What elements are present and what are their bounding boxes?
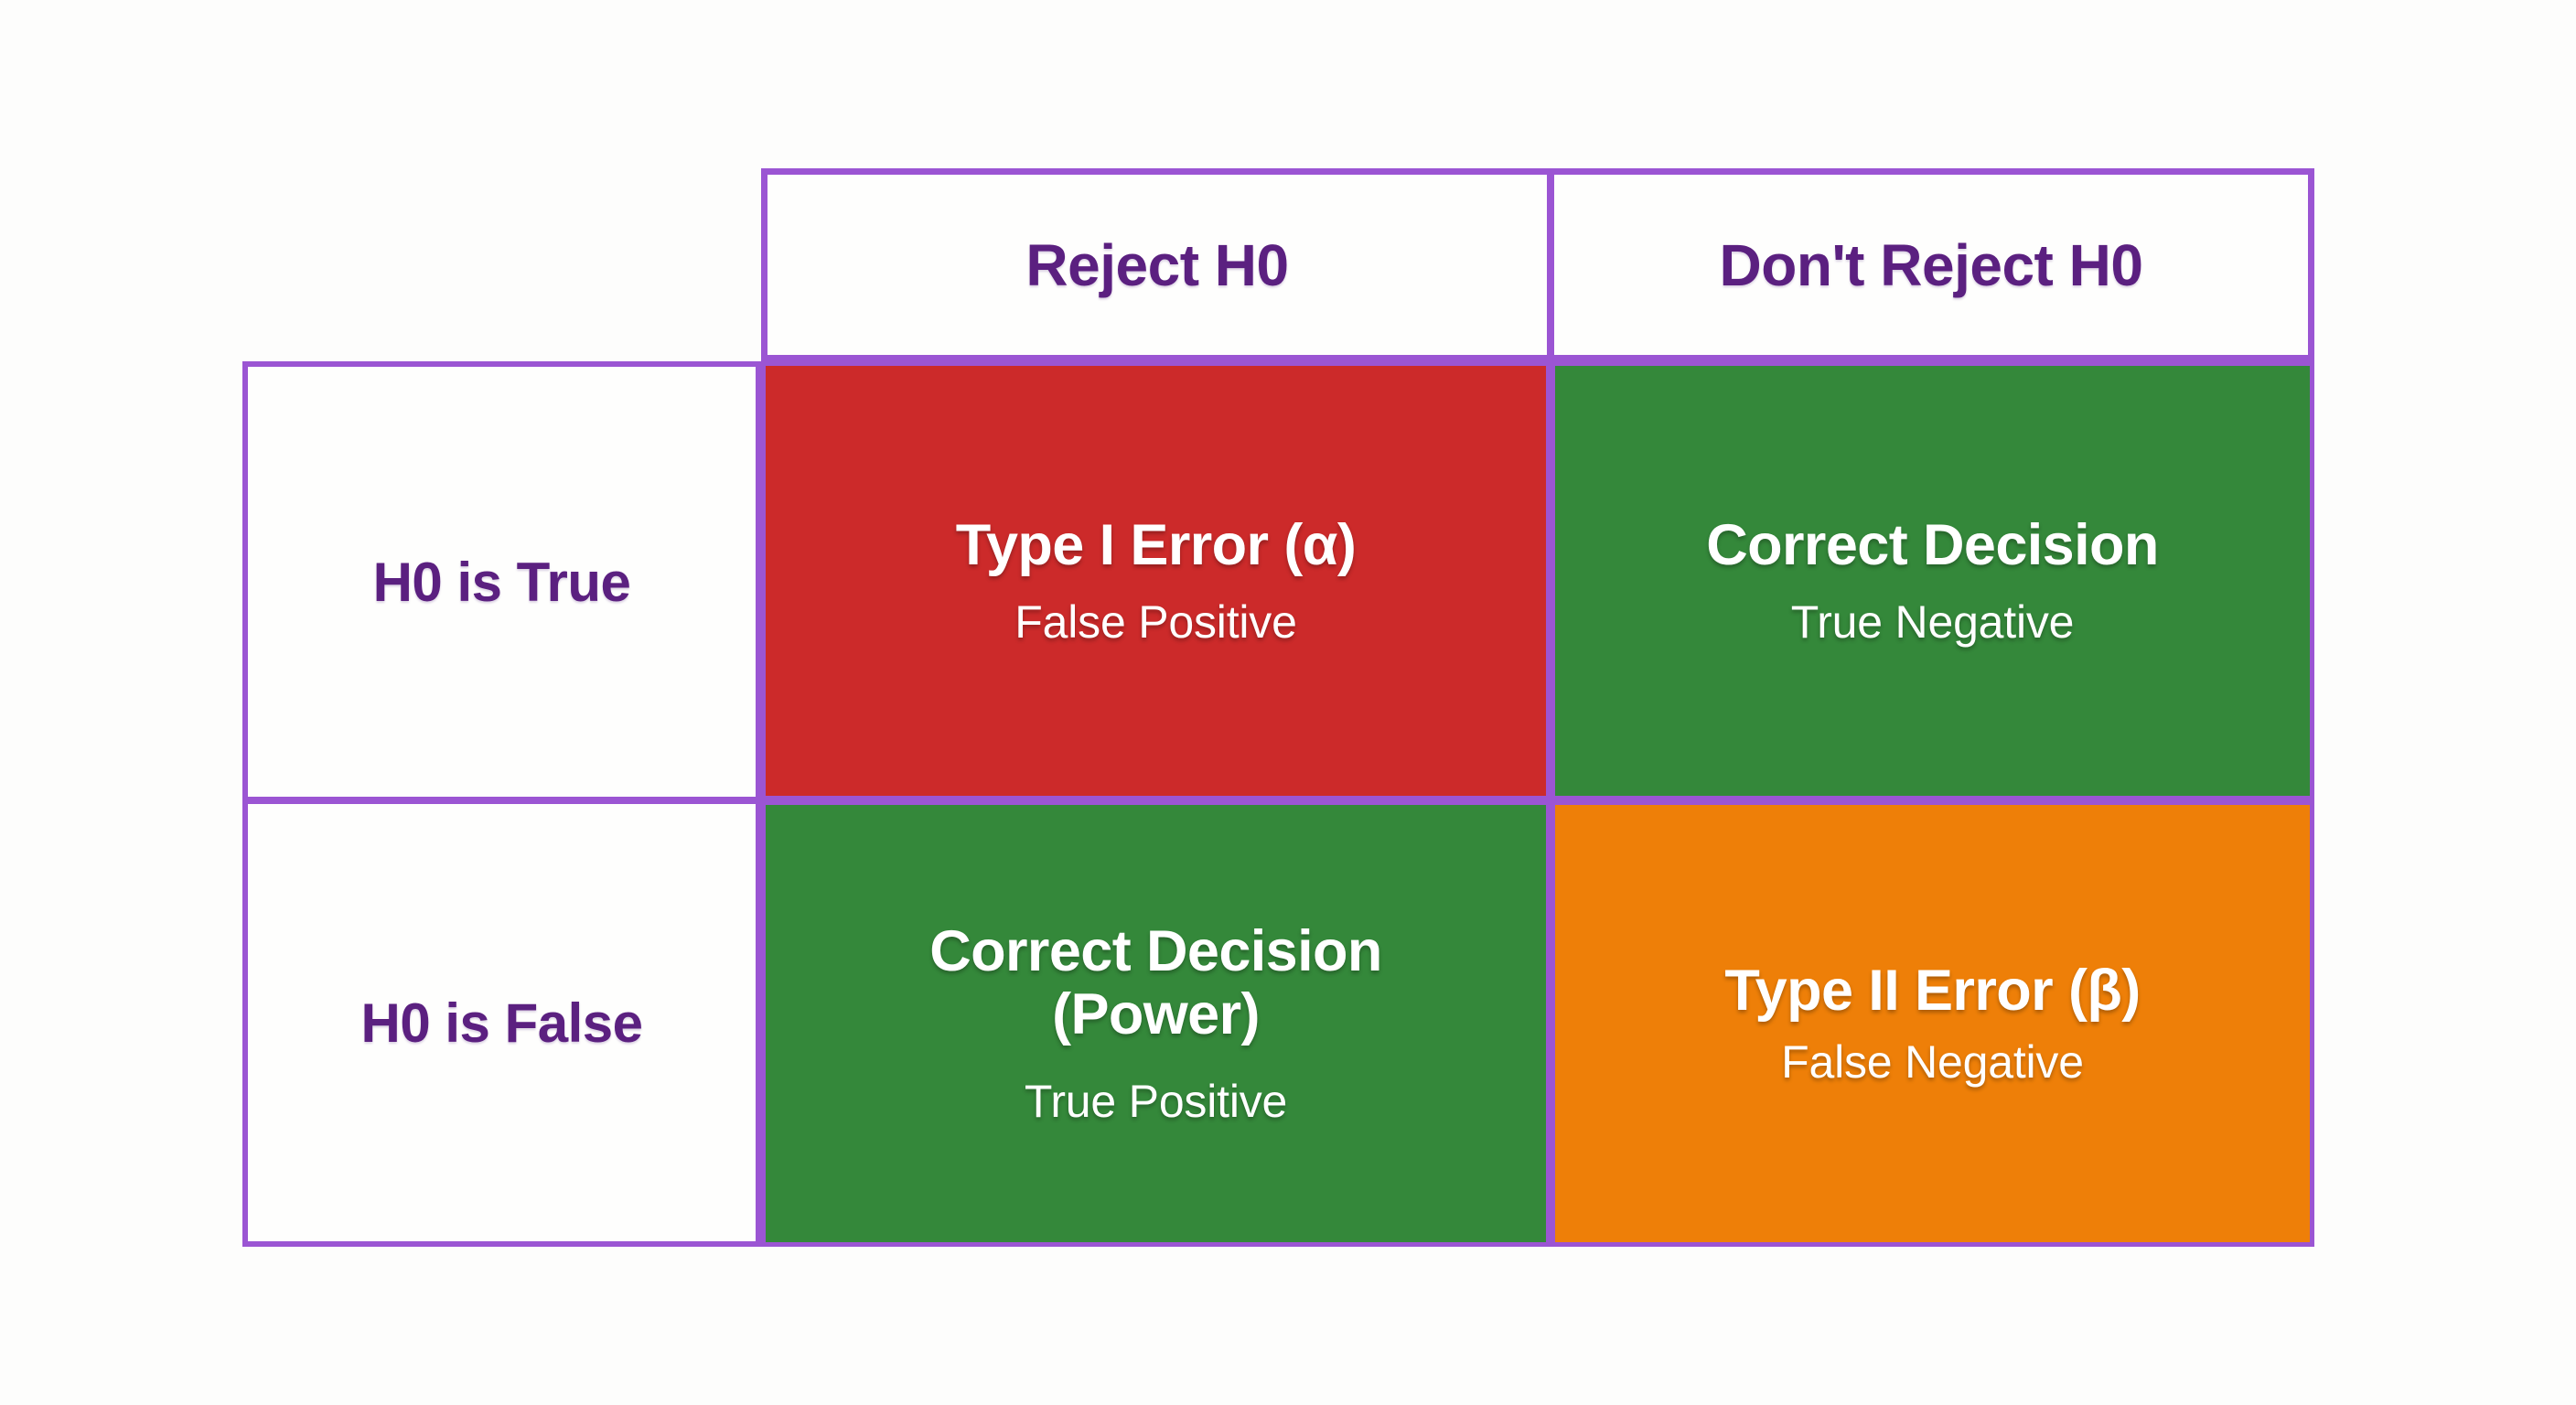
cell-title-line-2: (Power) [1052,981,1260,1046]
cell-correct-decision-true-negative: Correct Decision True Negative [1551,361,2314,800]
column-header-reject-h0: Reject H0 [761,168,1551,361]
row-header-label: H0 is False [360,992,643,1054]
cell-title: Correct Decision [1706,513,2159,578]
cell-subtitle: True Negative [1790,595,2075,648]
cell-subtitle: False Positive [1014,595,1297,648]
cell-title: Type II Error (β) [1724,959,2141,1024]
column-header-dont-reject-h0: Don't Reject H0 [1551,168,2314,361]
row-header-h0-is-false: H0 is False [242,800,761,1247]
cell-subtitle: False Negative [1781,1035,2084,1088]
row-header-h0-is-true: H0 is True [242,361,761,800]
cell-title-line-1: Correct Decision [929,919,1382,984]
row-header-label: H0 is True [372,551,631,613]
cell-subtitle: True Positive [1024,1075,1288,1127]
cell-title: Correct Decision (Power) [929,920,1382,1045]
cell-type-ii-error: Type II Error (β) False Negative [1551,800,2314,1247]
column-header-label: Reject H0 [1025,231,1289,298]
column-header-label: Don't Reject H0 [1719,231,2143,298]
cell-type-i-error: Type I Error (α) False Positive [761,361,1551,800]
cell-correct-decision-power: Correct Decision (Power) True Positive [761,800,1551,1247]
cell-title: Type I Error (α) [955,513,1357,578]
